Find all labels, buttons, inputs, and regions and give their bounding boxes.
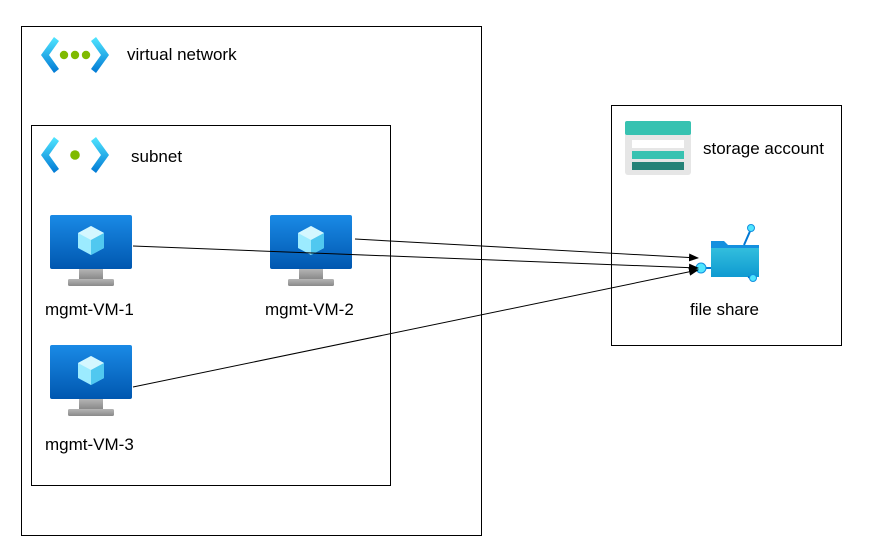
subnet-label: subnet [131,147,183,166]
vm-2-label: mgmt-VM-2 [265,300,354,319]
file-share-label: file share [690,300,759,319]
vm-1-label: mgmt-VM-1 [45,300,134,319]
file-share-icon [695,224,759,282]
virtual-machine-icon [50,345,132,419]
storage-account-label: storage account [703,139,824,158]
virtual-network-icon [41,37,109,73]
storage-account-container [611,105,842,346]
vm-3-label: mgmt-VM-3 [45,435,134,454]
storage-account-icon [625,121,691,175]
virtual-machine-icon [50,215,132,289]
subnet-icon [41,137,109,173]
virtual-machine-icon [270,215,352,289]
virtual-network-label: virtual network [127,45,237,64]
